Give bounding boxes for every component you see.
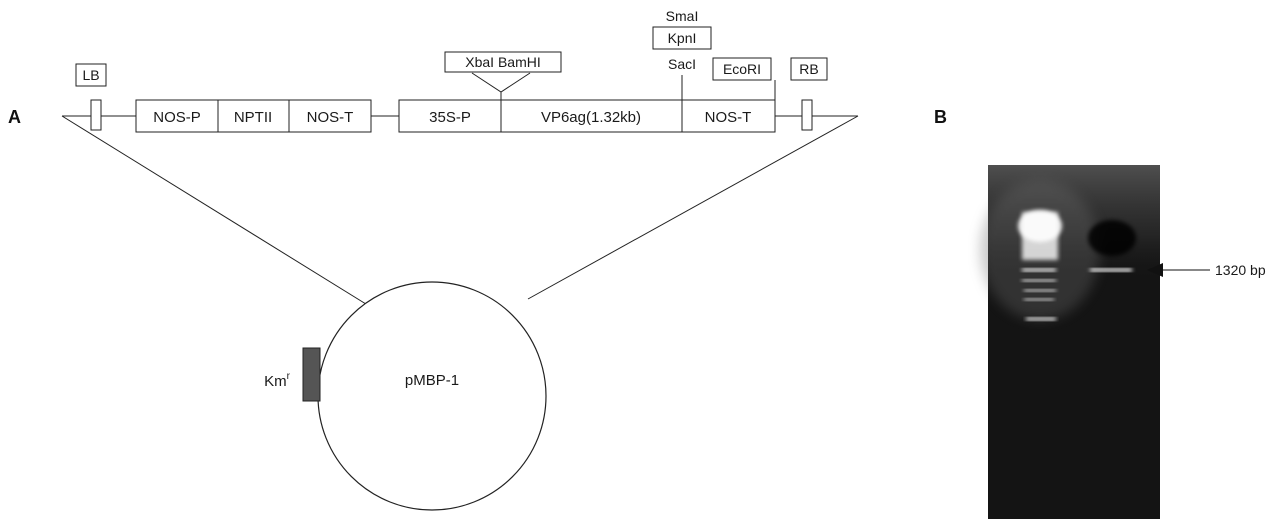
- segment-nos-p: NOS-P: [153, 109, 201, 126]
- rb-label-box: [790, 57, 828, 81]
- segment-nos-t-1: NOS-T: [307, 109, 354, 126]
- plasmid-circle: [317, 281, 547, 511]
- gel-image: [980, 165, 1160, 519]
- band-arrow-head: [1147, 263, 1163, 277]
- ecori-label: EcoRI: [723, 61, 761, 77]
- lb-label: LB: [82, 67, 99, 83]
- saci-label: SacI: [668, 56, 696, 72]
- lb-label-box: [75, 63, 107, 87]
- band-size-label: 1320 bp: [1215, 262, 1266, 278]
- right-border-marker: [801, 99, 813, 131]
- segment-nptii: NPTII: [234, 109, 272, 126]
- xbai-bamhi-label: XbaI BamHI: [465, 54, 540, 70]
- expansion-line-left: [61, 115, 375, 310]
- segment-nos-t-2: NOS-T: [705, 109, 752, 126]
- left-border-marker: [90, 99, 102, 131]
- ladder-band: [1024, 298, 1054, 301]
- segment-vp6ag: VP6ag(1.32kb): [541, 109, 641, 126]
- km-label: Kmr: [264, 371, 291, 390]
- panel-label-b: B: [934, 107, 947, 127]
- ladder-band: [1026, 317, 1056, 321]
- ladder-band: [1022, 268, 1056, 272]
- construct-map: LB RB NOS-P NPTII NOS-T 35S-P VP6ag(1.32…: [62, 8, 858, 133]
- kanamycin-resistance-marker: [302, 347, 321, 402]
- ladder-band: [1024, 289, 1056, 292]
- ecori-label-box: [712, 57, 772, 81]
- segment-35s-p: 35S-P: [429, 109, 471, 126]
- kpni-label: KpnI: [668, 30, 697, 46]
- sample-well-shadow: [1088, 220, 1136, 256]
- xbai-bamhi-label-box: [444, 51, 562, 73]
- smai-label: SmaI: [666, 8, 699, 24]
- panel-label-a: A: [8, 107, 21, 127]
- plasmid-name: pMBP-1: [405, 372, 459, 389]
- rb-label: RB: [799, 61, 818, 77]
- ladder-band: [1022, 279, 1056, 282]
- xbai-bamhi-pointer: [471, 72, 531, 93]
- kpni-label-box: [652, 26, 712, 50]
- plasmid: Kmr pMBP-1: [264, 281, 547, 511]
- selection-cassette: [135, 99, 372, 133]
- expression-cassette: [398, 99, 776, 133]
- sample-band: [1090, 268, 1132, 272]
- expansion-line-right: [527, 115, 859, 300]
